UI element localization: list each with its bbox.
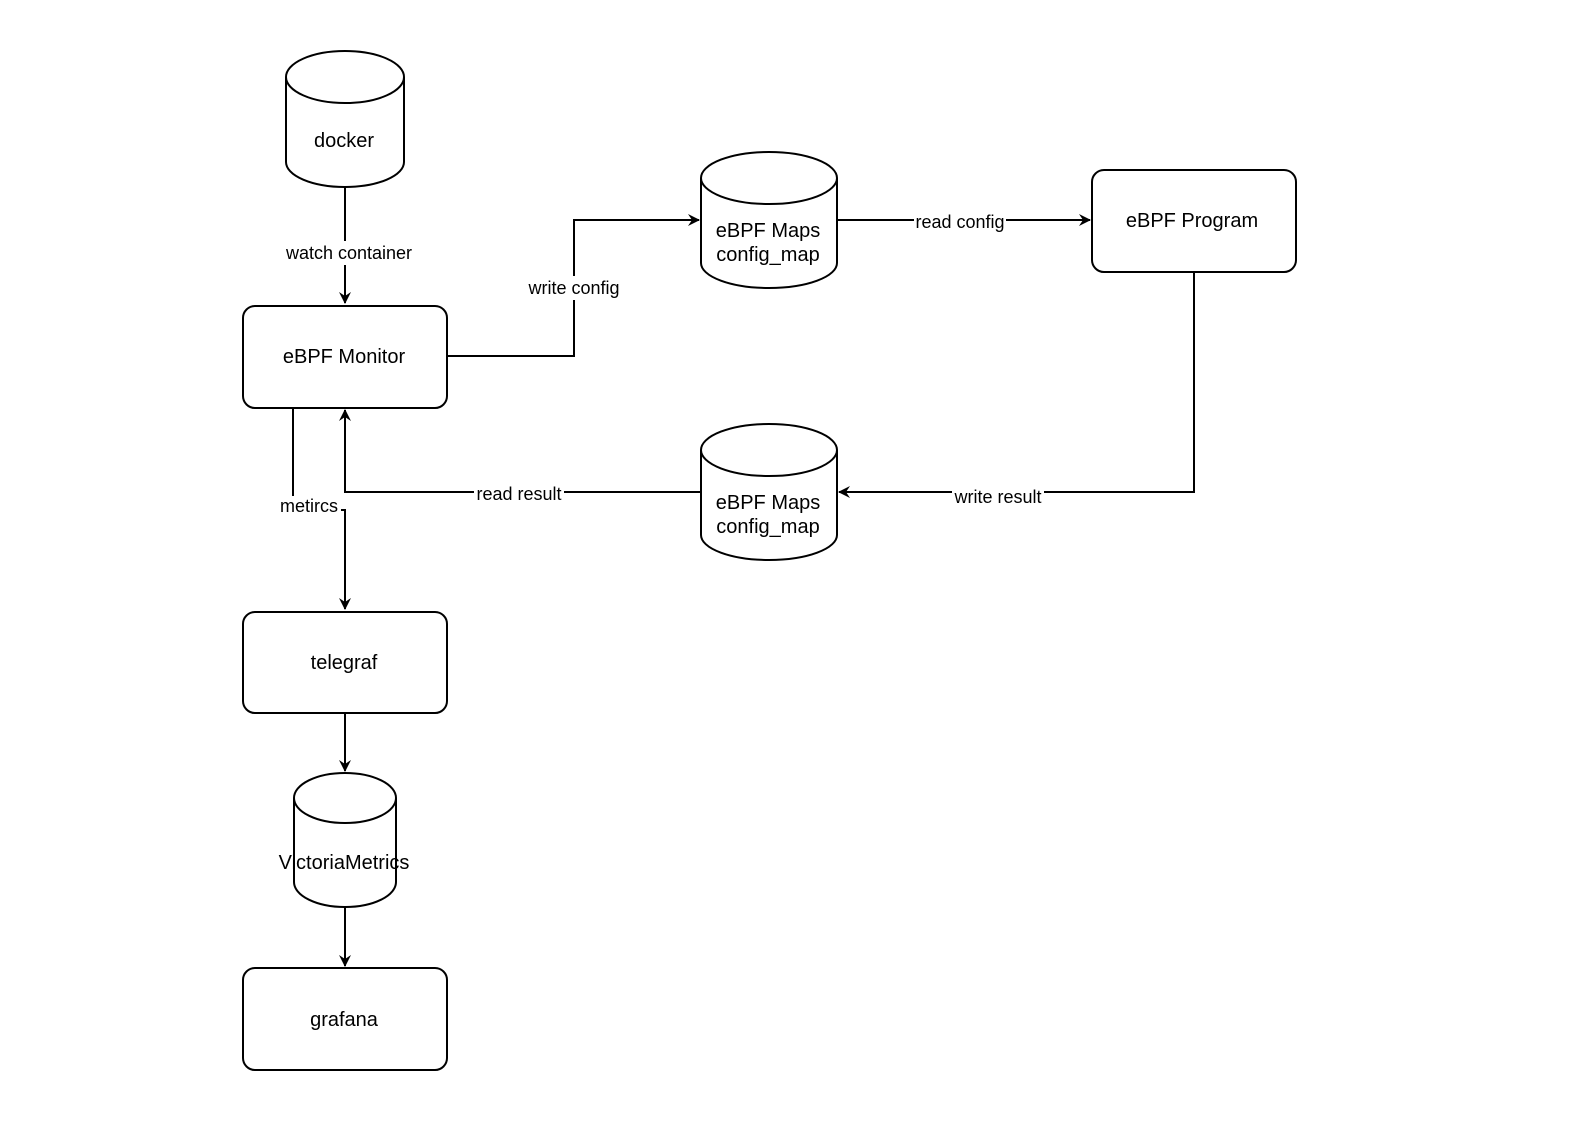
node-label-victoriametrics: VictoriaMetrics (279, 852, 410, 874)
node-ebpf-program[interactable]: eBPF Program (1091, 169, 1297, 273)
node-label-ebpf-maps-config-line2: config_map (716, 244, 819, 266)
edge-read-result (339, 409, 700, 493)
node-label-ebpf-maps-config-line1: eBPF Maps (716, 220, 820, 242)
node-ebpf-maps-result[interactable]: eBPF Maps config_map (700, 423, 838, 561)
node-label-ebpf-maps-result-line1: eBPF Maps (716, 492, 820, 514)
node-label-ebpf-monitor: eBPF Monitor (283, 346, 406, 368)
node-docker[interactable]: docker (285, 50, 405, 188)
node-label-ebpf-program: eBPF Program (1126, 210, 1258, 232)
edge-label-read-config: read config (915, 212, 1004, 232)
node-label-telegraf: telegraf (311, 652, 378, 674)
node-ebpf-maps-config[interactable]: eBPF Maps config_map (700, 151, 838, 289)
node-label-docker: docker (314, 130, 374, 152)
edge-label-write-result: write result (953, 487, 1041, 507)
node-label-ebpf-maps-result-line2: config_map (716, 516, 819, 538)
node-label-grafana: grafana (310, 1009, 379, 1031)
edge-label-watch-container: watch container (285, 243, 412, 263)
edge-write-result (838, 272, 1195, 498)
node-grafana[interactable]: grafana (242, 967, 448, 1071)
node-victoriametrics[interactable]: VictoriaMetrics (279, 772, 410, 908)
edge-label-write-config: write config (527, 278, 619, 298)
node-ebpf-monitor[interactable]: eBPF Monitor (242, 305, 448, 409)
node-telegraf[interactable]: telegraf (242, 611, 448, 714)
edge-label-read-result: read result (476, 484, 561, 504)
edge-label-metrics: metircs (280, 496, 338, 516)
